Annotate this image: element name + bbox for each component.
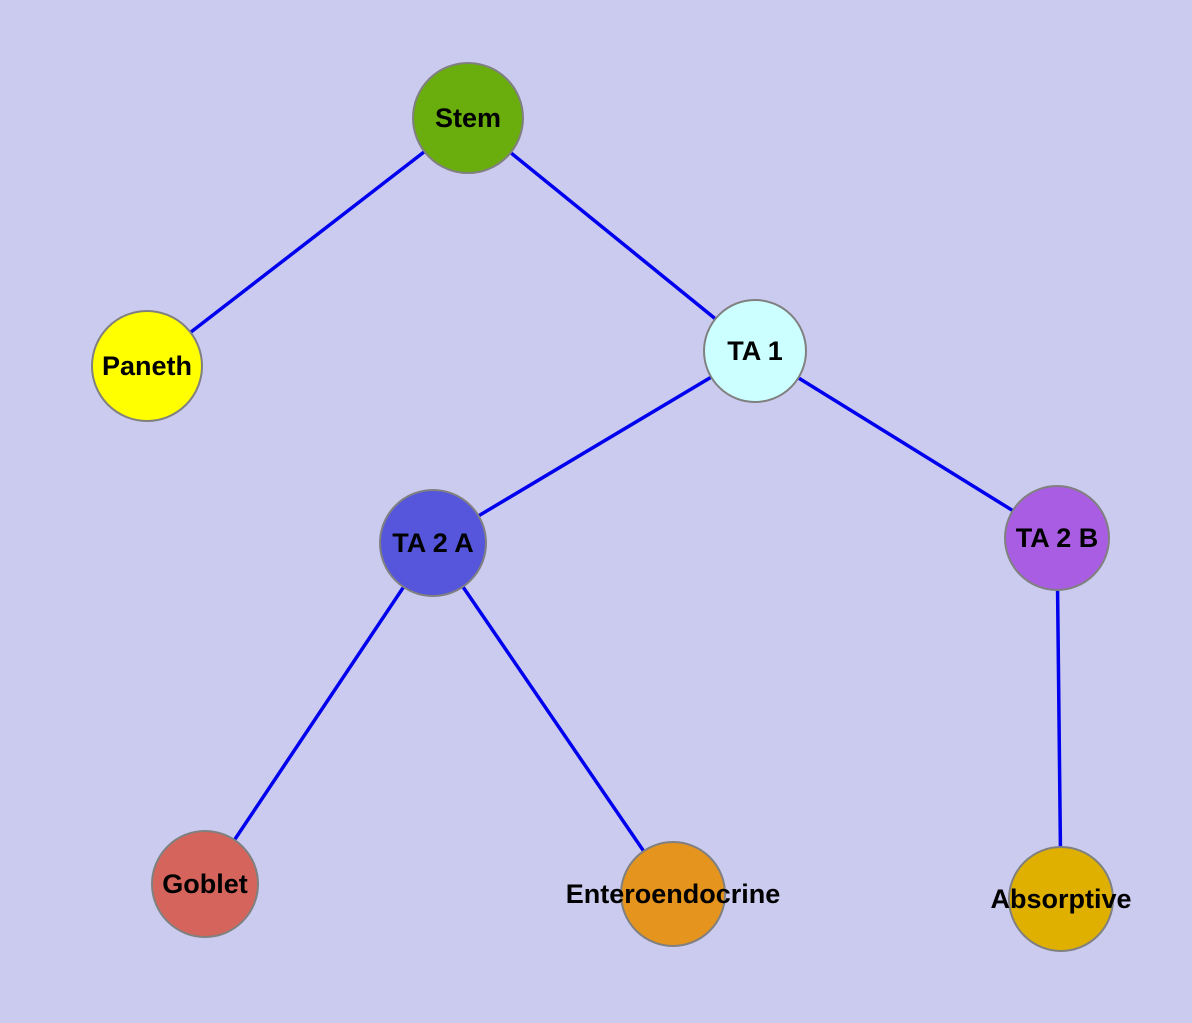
- edge-stem-ta1: [466, 116, 757, 353]
- node-enteroendocrine[interactable]: Enteroendocrine: [566, 841, 781, 947]
- edge-ta1-ta2b: [754, 349, 1058, 540]
- edge-ta2a-enteroendocrine: [431, 542, 675, 895]
- node-circle-absorptive[interactable]: [1008, 846, 1114, 952]
- node-goblet[interactable]: Goblet: [151, 830, 259, 938]
- node-circle-ta2a[interactable]: [379, 489, 487, 597]
- node-paneth[interactable]: Paneth: [91, 310, 203, 422]
- node-stem[interactable]: Stem: [412, 62, 524, 174]
- node-ta2a[interactable]: TA 2 A: [379, 489, 487, 597]
- node-ta1[interactable]: TA 1: [703, 299, 807, 403]
- edge-ta2b-absorptive: [1055, 537, 1063, 900]
- node-circle-goblet[interactable]: [151, 830, 259, 938]
- node-circle-enteroendocrine[interactable]: [620, 841, 726, 947]
- node-circle-ta1[interactable]: [703, 299, 807, 403]
- edge-ta2a-goblet: [203, 542, 435, 885]
- node-circle-ta2b[interactable]: [1004, 485, 1110, 591]
- edge-ta1-ta2a: [432, 349, 756, 545]
- node-circle-paneth[interactable]: [91, 310, 203, 422]
- node-absorptive[interactable]: Absorptive: [990, 846, 1132, 952]
- node-circle-stem[interactable]: [412, 62, 524, 174]
- edge-stem-paneth: [145, 116, 470, 368]
- node-ta2b[interactable]: TA 2 B: [1004, 485, 1110, 591]
